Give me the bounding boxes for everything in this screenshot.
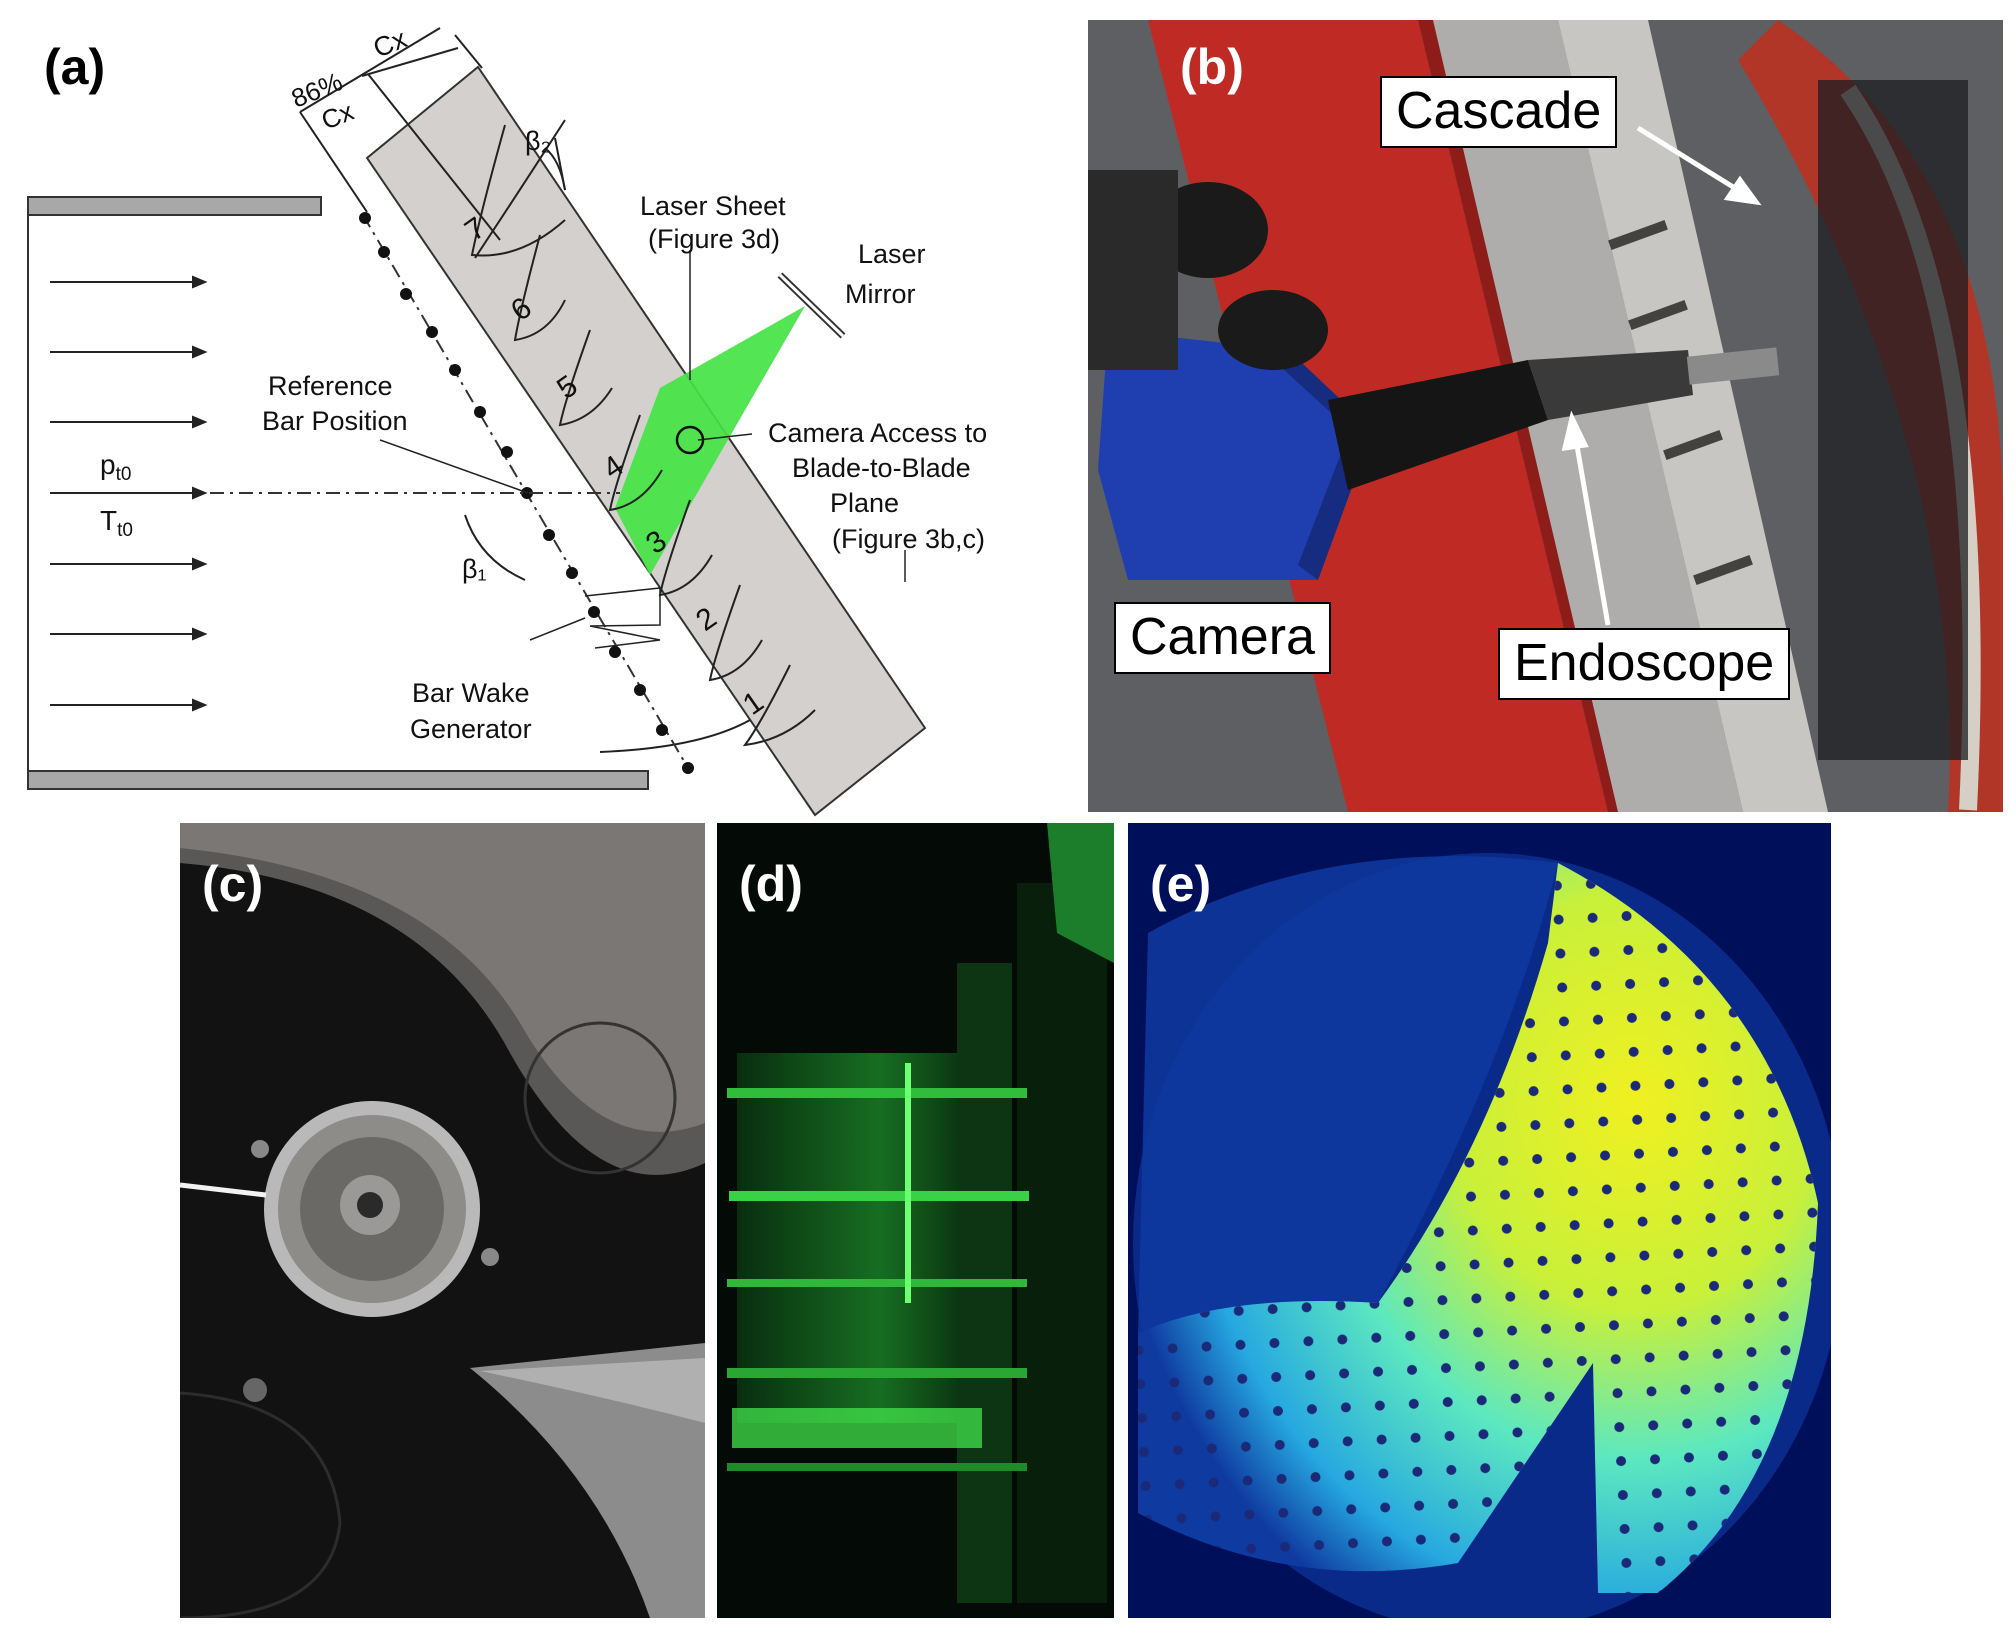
laser-sheet-label-1: Laser Sheet [640,191,786,221]
ref-bar-label-2: Bar Position [262,406,408,436]
camera-lens [1328,360,1548,490]
camera-access-label-2: Blade-to-Blade [792,453,971,483]
cascade-callout: Cascade [1380,76,1618,148]
cascade-schematic: Cx 86% Cx β₂ Laser Sheet (Figure 3d) Las… [27,23,987,817]
camera-access-circle [675,425,705,455]
panel-b-photo: (b) Cascade Camera Endoscope [1088,20,2003,812]
blades [470,119,816,753]
tt0-label: Tt0 [100,505,133,541]
tunnel-bottom-wall [27,770,649,790]
tunnel-top-wall [27,196,322,216]
cx-top-label: Cx [369,23,411,63]
camera-access-label-4: (Figure 3b,c) [832,524,985,554]
panel-b-letter: (b) [1180,39,1244,95]
callout-arrows [1561,125,1762,626]
panel-e-letter: (e) [1150,856,1212,912]
panel-c-photo: (c) [180,823,705,1618]
panel-e-image: (e) [1128,823,1831,1618]
ref-bar-label-1: Reference [268,371,393,401]
leader-lines [379,250,906,641]
camera-callout: Camera [1114,602,1331,674]
laser-photo-drawing [717,823,1114,1618]
cascade-plate [1433,20,1743,812]
bars [359,212,694,774]
camera-access-label-1: Camera Access to [768,418,987,448]
laser-sheet [615,306,805,575]
laser-mirror-label-1: Laser [858,239,926,269]
laser-sheet-label-2: (Figure 3d) [648,224,780,254]
laser-mirror-label-2: Mirror [845,279,915,309]
panel-a-letter: (a) [44,39,106,95]
beta1-label: β₁ [462,554,487,584]
flow-arrows [50,275,208,712]
calibration-image-drawing [1128,823,1831,1618]
endoscope-callout: Endoscope [1498,628,1791,700]
bar-wake-label-1: Bar Wake [412,678,530,708]
beta2-label: β₂ [525,126,551,156]
blade-closeup-drawing [180,823,705,1618]
bar-wake-arrows [584,587,661,649]
panel-a-schematic: Cx 86% Cx β₂ Laser Sheet (Figure 3d) Las… [0,0,1080,820]
panel-c-letter: (c) [202,856,264,912]
panel-d-letter: (d) [739,856,803,912]
dimension-lines [299,27,566,581]
bar-wake-label-2: Generator [410,714,532,744]
panel-d-photo: (d) [717,823,1114,1618]
pt0-label: pt0 [100,449,131,485]
camera-body [1098,330,1373,580]
camera-access-label-3: Plane [830,488,899,518]
